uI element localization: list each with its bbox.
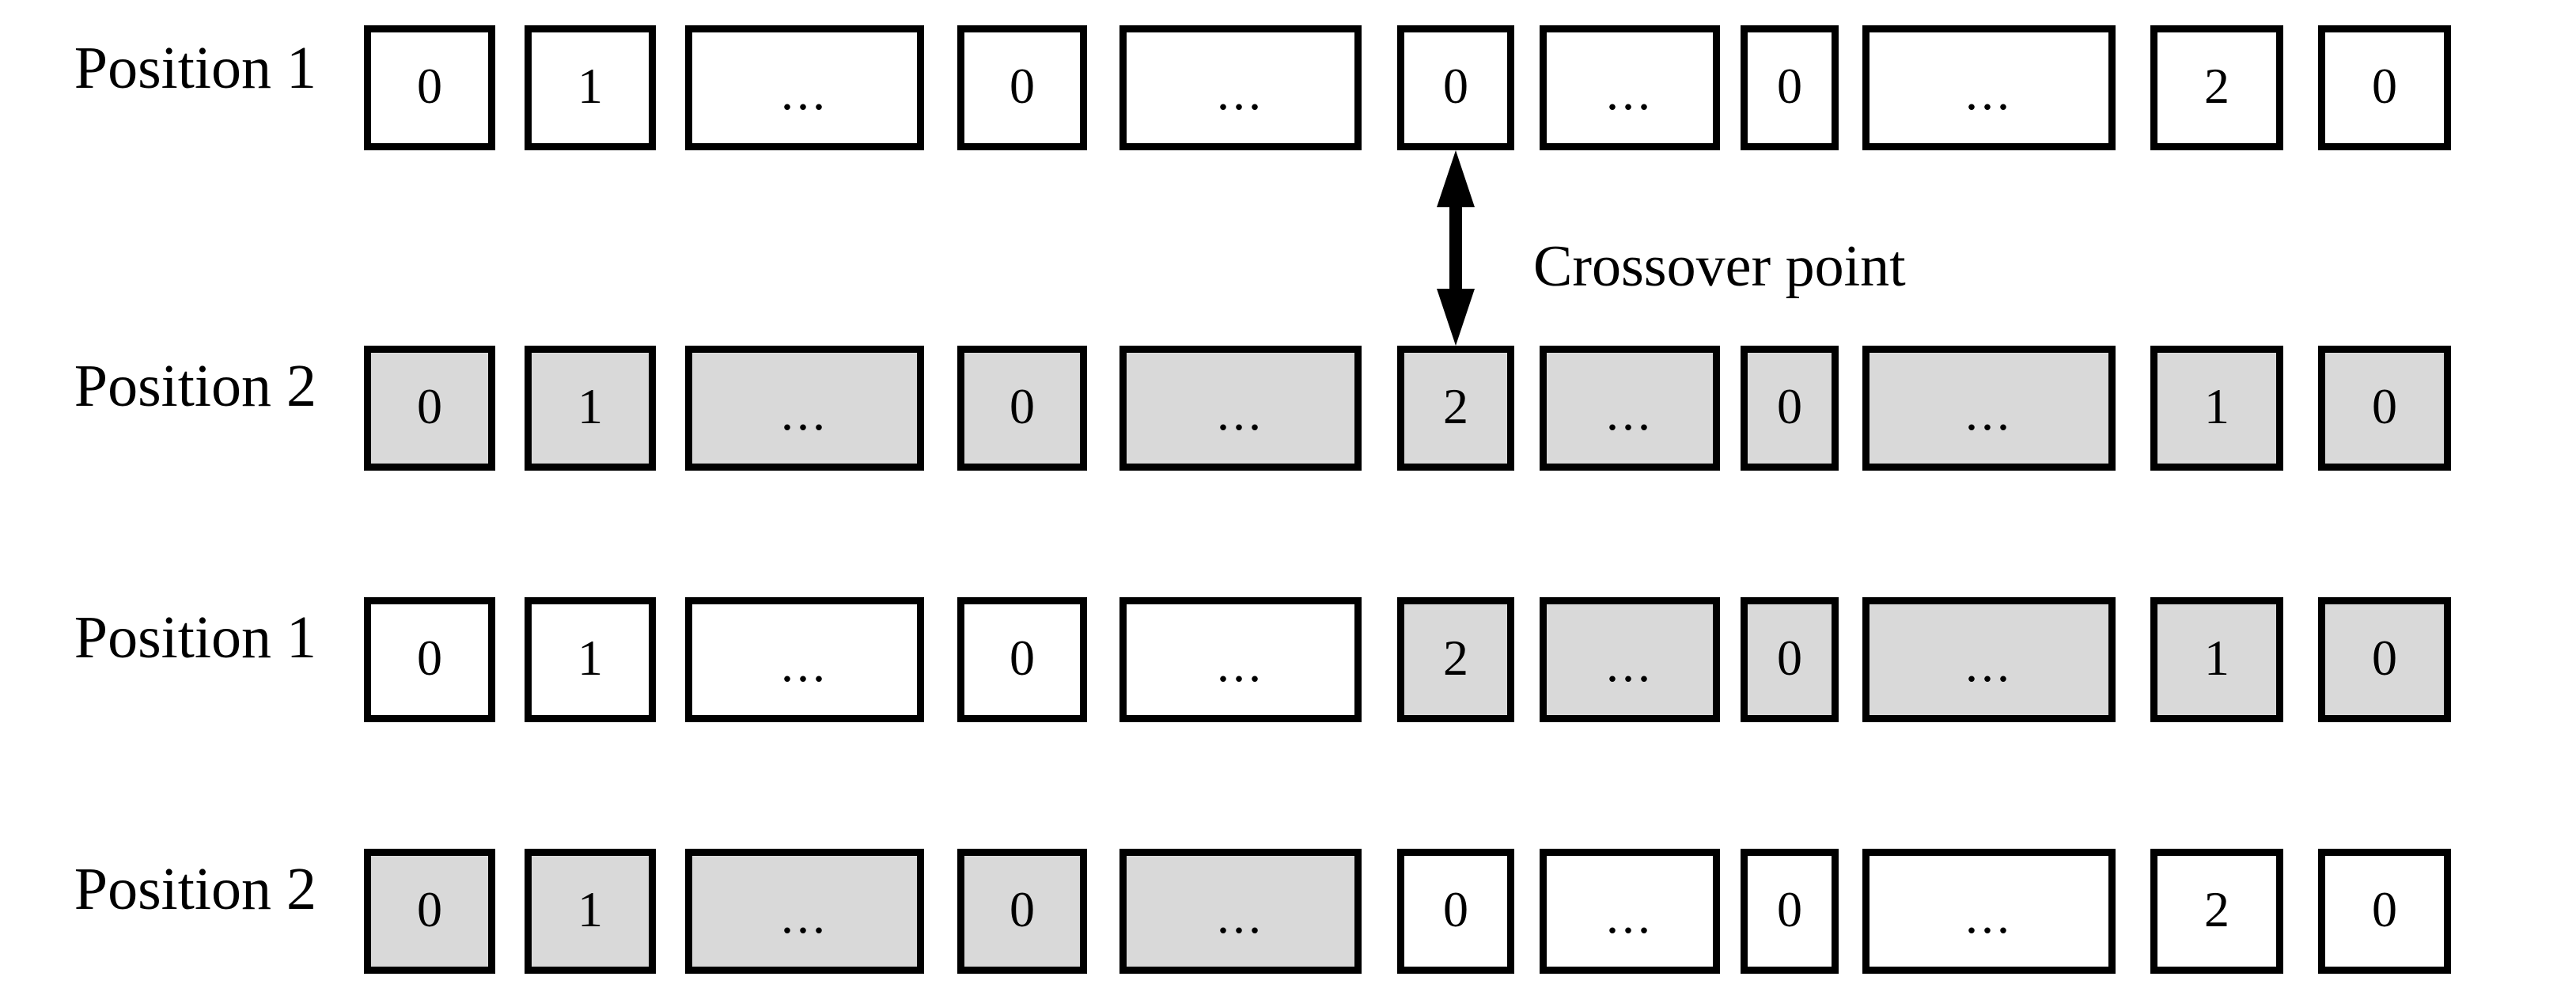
- gene-value: ...: [781, 384, 828, 441]
- gene-cell-row-4-col-6: ...: [1540, 849, 1720, 974]
- gene-cell-row-2-col-3: 0: [957, 346, 1087, 471]
- gene-value: 0: [1010, 378, 1035, 434]
- gene-cell-row-4-col-9: 2: [2150, 849, 2283, 974]
- gene-value: 0: [1443, 881, 1468, 937]
- gene-value: 0: [2372, 378, 2397, 434]
- gene-value: 0: [417, 378, 442, 434]
- crossover-arrow-icon: [1434, 150, 1478, 346]
- gene-cell-row-1-col-0: 0: [364, 25, 495, 150]
- gene-value: ...: [1965, 636, 2013, 692]
- gene-value: 0: [1777, 58, 1802, 114]
- gene-cell-row-4-col-4: ...: [1119, 849, 1362, 974]
- gene-cell-row-2-col-9: 1: [2150, 346, 2283, 471]
- gene-cell-row-4-col-2: ...: [685, 849, 924, 974]
- gene-value: 0: [417, 630, 442, 686]
- gene-cell-row-3-col-4: ...: [1119, 597, 1362, 722]
- gene-cell-row-2-col-6: ...: [1540, 346, 1720, 471]
- gene-value: 0: [1443, 58, 1468, 114]
- gene-cell-row-1-col-4: ...: [1119, 25, 1362, 150]
- gene-cell-row-3-col-6: ...: [1540, 597, 1720, 722]
- crossover-point-label: Crossover point: [1533, 234, 1906, 299]
- gene-value: 0: [417, 58, 442, 114]
- gene-value: ...: [1965, 64, 2013, 120]
- gene-cell-row-4-col-7: 0: [1741, 849, 1839, 974]
- gene-value: ...: [1217, 636, 1264, 692]
- gene-cell-row-2-col-1: 1: [525, 346, 656, 471]
- gene-cell-row-1-col-9: 2: [2150, 25, 2283, 150]
- gene-value: ...: [781, 636, 828, 692]
- gene-value: 1: [2204, 630, 2229, 686]
- gene-cell-row-3-col-0: 0: [364, 597, 495, 722]
- gene-value: 1: [578, 881, 603, 937]
- gene-value: ...: [1606, 636, 1654, 692]
- gene-value: ...: [1606, 64, 1654, 120]
- gene-value: 0: [1777, 630, 1802, 686]
- gene-value: ...: [1217, 64, 1264, 120]
- gene-cell-row-1-col-3: 0: [957, 25, 1087, 150]
- row-label-row-4: Position 2: [74, 856, 316, 922]
- gene-value: ...: [781, 64, 828, 120]
- gene-cell-row-4-col-10: 0: [2318, 849, 2451, 974]
- gene-cell-row-3-col-1: 1: [525, 597, 656, 722]
- gene-value: ...: [1965, 888, 2013, 944]
- gene-cell-row-4-col-5: 0: [1397, 849, 1514, 974]
- gene-cell-row-1-col-8: ...: [1862, 25, 2116, 150]
- gene-cell-row-1-col-2: ...: [685, 25, 924, 150]
- gene-value: 2: [2204, 58, 2229, 114]
- gene-cell-row-3-col-9: 1: [2150, 597, 2283, 722]
- gene-cell-row-1-col-6: ...: [1540, 25, 1720, 150]
- gene-value: 0: [2372, 58, 2397, 114]
- gene-value: 0: [1010, 630, 1035, 686]
- row-label-row-2: Position 2: [74, 353, 316, 419]
- gene-cell-row-2-col-0: 0: [364, 346, 495, 471]
- gene-cell-row-3-col-2: ...: [685, 597, 924, 722]
- gene-cell-row-1-col-10: 0: [2318, 25, 2451, 150]
- gene-cell-row-3-col-10: 0: [2318, 597, 2451, 722]
- gene-value: ...: [1606, 384, 1654, 441]
- gene-cell-row-4-col-0: 0: [364, 849, 495, 974]
- gene-value: 0: [1777, 378, 1802, 434]
- row-label-row-3: Position 1: [74, 604, 316, 671]
- gene-cell-row-1-col-7: 0: [1741, 25, 1839, 150]
- gene-value: ...: [1606, 888, 1654, 944]
- gene-value: 0: [1777, 881, 1802, 937]
- gene-cell-row-1-col-5: 0: [1397, 25, 1514, 150]
- gene-cell-row-4-col-3: 0: [957, 849, 1087, 974]
- gene-value: 2: [1443, 630, 1468, 686]
- gene-value: 0: [417, 881, 442, 937]
- gene-value: 1: [2204, 378, 2229, 434]
- gene-value: ...: [781, 888, 828, 944]
- gene-cell-row-3-col-8: ...: [1862, 597, 2116, 722]
- gene-cell-row-3-col-3: 0: [957, 597, 1087, 722]
- gene-value: 0: [1010, 58, 1035, 114]
- gene-value: 1: [578, 378, 603, 434]
- gene-value: ...: [1217, 384, 1264, 441]
- gene-value: ...: [1217, 888, 1264, 944]
- gene-value: ...: [1965, 384, 2013, 441]
- gene-cell-row-2-col-2: ...: [685, 346, 924, 471]
- gene-value: 1: [578, 58, 603, 114]
- gene-value: 0: [1010, 881, 1035, 937]
- gene-cell-row-1-col-1: 1: [525, 25, 656, 150]
- gene-cell-row-2-col-5: 2: [1397, 346, 1514, 471]
- gene-value: 0: [2372, 630, 2397, 686]
- gene-cell-row-2-col-7: 0: [1741, 346, 1839, 471]
- gene-value: 0: [2372, 881, 2397, 937]
- gene-value: 1: [578, 630, 603, 686]
- gene-cell-row-2-col-10: 0: [2318, 346, 2451, 471]
- gene-cell-row-4-col-1: 1: [525, 849, 656, 974]
- gene-value: 2: [2204, 881, 2229, 937]
- row-label-row-1: Position 1: [74, 35, 316, 101]
- gene-cell-row-3-col-5: 2: [1397, 597, 1514, 722]
- gene-cell-row-2-col-8: ...: [1862, 346, 2116, 471]
- gene-cell-row-4-col-8: ...: [1862, 849, 2116, 974]
- gene-cell-row-3-col-7: 0: [1741, 597, 1839, 722]
- gene-cell-row-2-col-4: ...: [1119, 346, 1362, 471]
- gene-value: 2: [1443, 378, 1468, 434]
